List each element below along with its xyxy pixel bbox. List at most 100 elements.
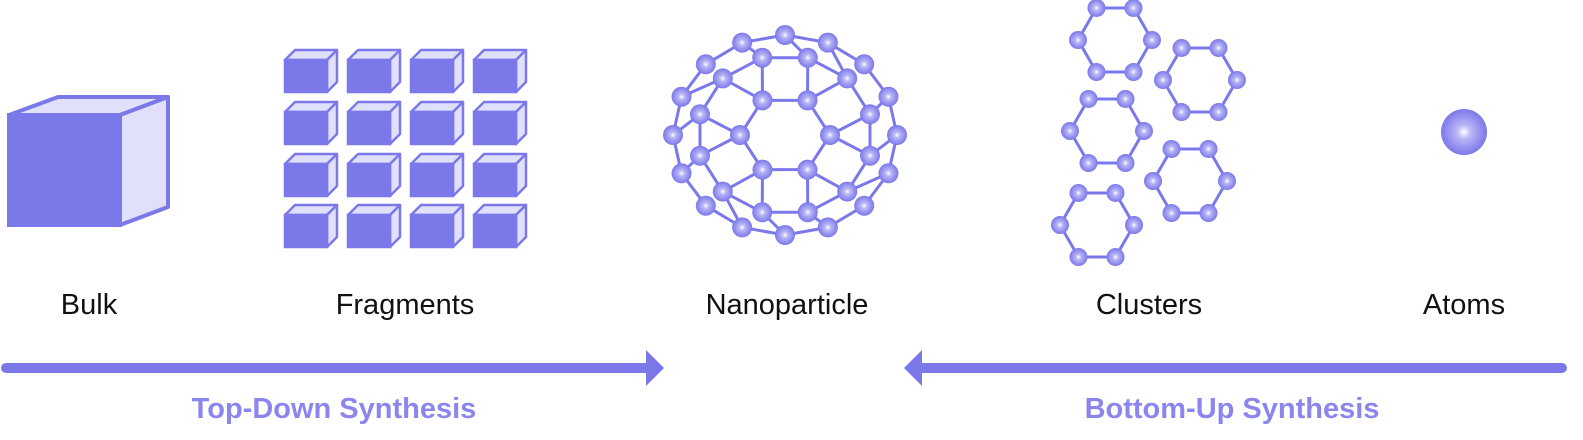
fullerene-atom xyxy=(712,68,733,89)
fragment-cube xyxy=(283,152,339,198)
fullerene-atom xyxy=(752,202,773,223)
fullerene-atom xyxy=(878,163,899,184)
fullerene-atom xyxy=(732,217,753,238)
cluster-atom xyxy=(1162,204,1181,223)
fullerene-atom xyxy=(820,125,840,145)
cluster-atom xyxy=(1209,103,1228,122)
cluster-atom xyxy=(1144,172,1162,190)
fragment-cube xyxy=(472,203,528,249)
fullerene-atom xyxy=(837,68,858,89)
fullerene-atom xyxy=(752,159,773,180)
fullerene-atom xyxy=(730,125,750,145)
cluster-atom xyxy=(1218,172,1236,190)
stage-label-fragments: Fragments xyxy=(336,289,475,321)
cluster-atom xyxy=(1172,103,1191,122)
stage-label-atoms: Atoms xyxy=(1423,289,1505,321)
fullerene-atom xyxy=(775,225,795,245)
cluster-atom xyxy=(1087,0,1106,17)
fullerene-atom xyxy=(752,47,773,68)
top-down-arrow xyxy=(1,350,664,386)
fullerene-atom xyxy=(671,163,692,184)
fullerene-atom xyxy=(695,54,716,75)
cluster-ring xyxy=(1154,38,1246,122)
cluster-atom xyxy=(1069,183,1088,202)
fragment-cube xyxy=(472,100,528,146)
fullerene-atom xyxy=(878,86,899,107)
fragment-cube xyxy=(283,203,339,249)
bottom-up-synthesis-label: Bottom-Up Synthesis xyxy=(1085,393,1380,425)
fullerene-atom xyxy=(797,202,818,223)
cube-icon xyxy=(7,95,170,227)
cluster-bond xyxy=(1076,6,1154,74)
cluster-atom xyxy=(1135,122,1153,140)
fullerene-atom xyxy=(797,90,818,111)
cluster-atom xyxy=(1069,248,1088,267)
fullerene-atom xyxy=(854,195,875,216)
fullerene-atom xyxy=(695,195,716,216)
fullerene-atom xyxy=(712,181,733,202)
cluster-atom xyxy=(1228,71,1246,89)
fullerene-atom xyxy=(732,32,753,53)
fullerene-atom xyxy=(797,47,818,68)
cluster-atom xyxy=(1079,89,1098,108)
hexagon-cluster-icon xyxy=(1051,0,1246,267)
atom-sphere-icon xyxy=(1441,109,1487,155)
cluster-bond xyxy=(1161,46,1239,114)
stage-label-bulk: Bulk xyxy=(61,289,118,321)
cube-grid-icon xyxy=(283,48,528,249)
fullerene-atom xyxy=(752,90,773,111)
cluster-atom xyxy=(1116,89,1135,108)
cluster-atom xyxy=(1069,31,1087,49)
fullerene-atom xyxy=(797,159,818,180)
fullerene-atom xyxy=(817,32,838,53)
fullerene-atom xyxy=(860,145,881,166)
fragment-cube xyxy=(409,152,465,198)
top-down-synthesis-label: Top-Down Synthesis xyxy=(192,393,477,425)
cluster-atom xyxy=(1124,63,1143,82)
fragment-cube xyxy=(346,203,402,249)
cluster-bond xyxy=(1068,97,1146,165)
cluster-atom xyxy=(1209,38,1228,57)
fullerene-atom xyxy=(663,125,683,145)
cluster-ring xyxy=(1069,0,1161,82)
cluster-atom xyxy=(1051,216,1069,234)
fragment-cube xyxy=(472,48,528,94)
cluster-atom xyxy=(1087,63,1106,82)
fragment-cube xyxy=(346,152,402,198)
fragment-cube xyxy=(409,100,465,146)
fullerene-atom xyxy=(837,181,858,202)
fragment-cube xyxy=(346,100,402,146)
fullerene-atom xyxy=(817,217,838,238)
cluster-atom xyxy=(1172,38,1191,57)
fragment-cube xyxy=(409,203,465,249)
stage-label-clusters: Clusters xyxy=(1096,289,1202,321)
cluster-ring xyxy=(1051,183,1143,267)
fragment-cube xyxy=(283,48,339,94)
cluster-atom xyxy=(1125,216,1143,234)
fullerene-icon xyxy=(663,25,907,245)
cluster-atom xyxy=(1199,139,1218,158)
fragment-cube xyxy=(409,48,465,94)
cluster-atom xyxy=(1061,122,1079,140)
fullerene-atom xyxy=(854,54,875,75)
stage-label-nanoparticle: Nanoparticle xyxy=(706,289,869,321)
cluster-atom xyxy=(1106,248,1125,267)
cluster-bond xyxy=(1058,191,1136,259)
fullerene-atom xyxy=(887,125,907,145)
cluster-atom xyxy=(1154,71,1172,89)
cluster-bond xyxy=(1151,147,1229,215)
cluster-ring xyxy=(1144,139,1236,223)
cluster-atom xyxy=(1106,183,1125,202)
cluster-atom xyxy=(1116,154,1135,173)
fragment-cube xyxy=(283,100,339,146)
cluster-atom xyxy=(1124,0,1143,17)
bottom-up-arrow xyxy=(904,350,1567,386)
fullerene-atom xyxy=(860,104,881,125)
fullerene-atom xyxy=(775,25,795,45)
cluster-atom xyxy=(1162,139,1181,158)
fragment-cube xyxy=(346,48,402,94)
fullerene-atom xyxy=(689,104,710,125)
fullerene-atom xyxy=(671,86,692,107)
cluster-ring xyxy=(1061,89,1153,173)
